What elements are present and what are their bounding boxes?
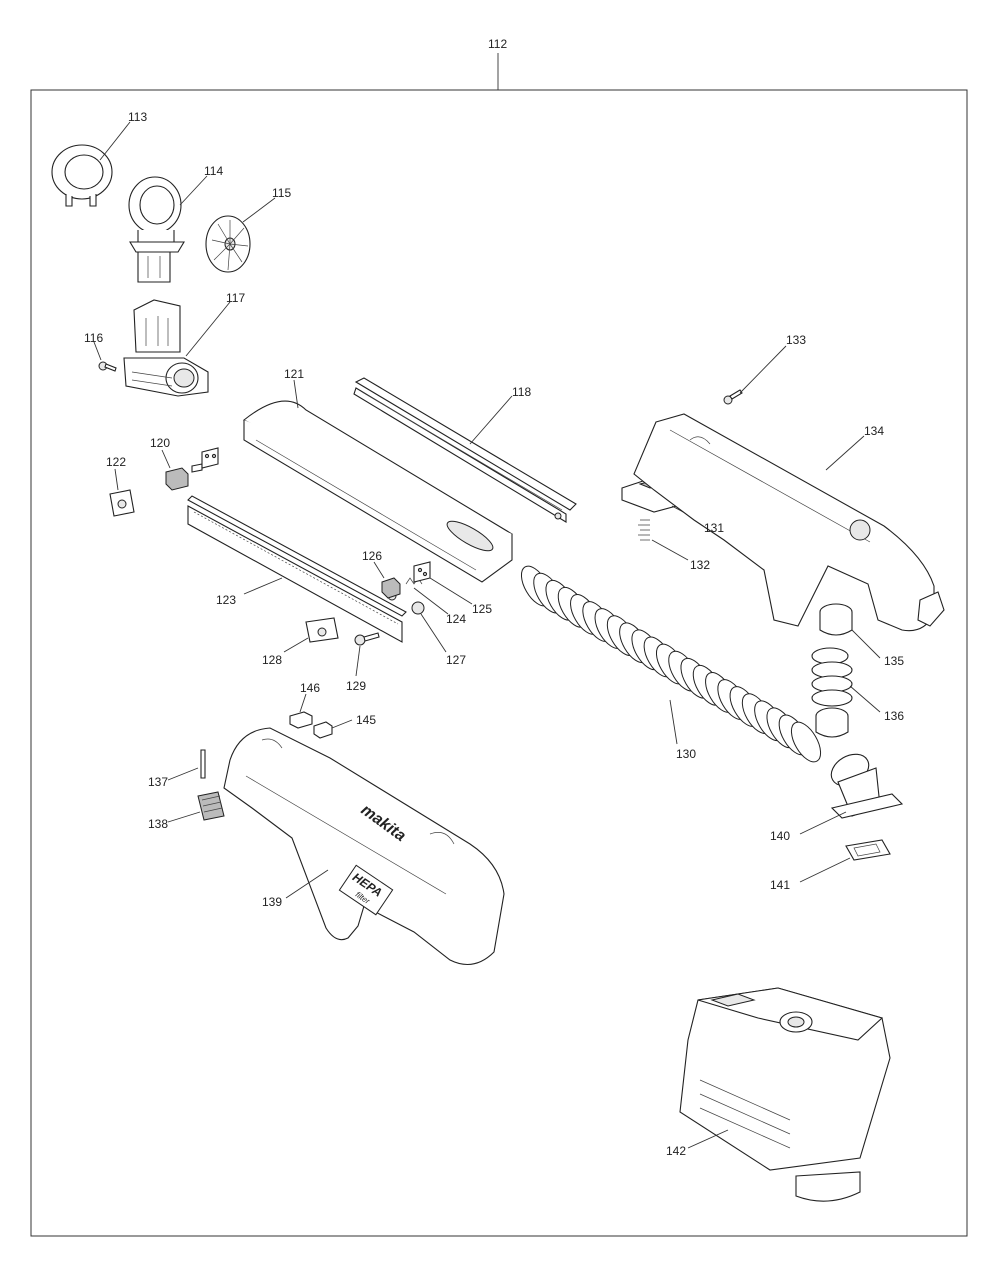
part-117-adapter	[123, 299, 231, 397]
part-128-bracket	[283, 617, 339, 653]
label-125: 125	[472, 602, 492, 616]
part-141-gasket	[799, 839, 891, 883]
label-117: 117	[226, 291, 245, 305]
part-114-nozzle	[128, 175, 208, 283]
part-130-hose	[520, 565, 822, 763]
label-121: 121	[284, 367, 304, 381]
part-142-dust-box	[679, 987, 891, 1202]
part-137-pin	[167, 749, 206, 781]
label-128: 128	[262, 653, 282, 667]
label-141: 141	[770, 878, 790, 892]
label-139: 139	[262, 895, 282, 909]
part-140-elbow	[799, 753, 904, 835]
callout-labels: 112 113 114 115 116 117 118 120 121 122 …	[84, 37, 904, 1158]
hose-ring	[790, 721, 822, 763]
part-121-channel	[243, 379, 513, 583]
part-129-screw	[354, 632, 380, 677]
label-146: 146	[300, 681, 320, 695]
label-138: 138	[148, 817, 168, 831]
label-137: 137	[148, 775, 168, 789]
label-115: 115	[272, 186, 291, 200]
part-127-nut	[411, 601, 447, 653]
assembly-frame	[30, 53, 968, 1237]
label-129: 129	[346, 679, 366, 693]
label-122: 122	[106, 455, 126, 469]
label-132: 132	[690, 558, 710, 572]
label-120: 120	[150, 436, 170, 450]
part-115-disc	[205, 197, 276, 273]
part-123-rail	[187, 495, 407, 643]
label-130: 130	[676, 747, 696, 761]
part-118-rail	[353, 377, 577, 523]
part-134-upper-housing	[633, 413, 945, 632]
part-125-plate	[413, 561, 473, 605]
label-126: 126	[362, 549, 382, 563]
part-126-clip	[373, 561, 401, 599]
label-135: 135	[884, 654, 904, 668]
label-134: 134	[864, 424, 884, 438]
part-122-bracket	[109, 468, 135, 517]
label-136: 136	[884, 709, 904, 723]
label-133: 133	[786, 333, 806, 347]
part-135-seal	[819, 603, 881, 659]
part-116-screw	[93, 341, 117, 372]
part-145-block	[313, 719, 353, 739]
part-146-block	[289, 693, 313, 729]
label-112: 112	[488, 37, 507, 51]
label-116: 116	[84, 331, 103, 345]
label-145: 145	[356, 713, 376, 727]
label-113: 113	[128, 110, 147, 124]
label-140: 140	[770, 829, 790, 843]
part-133-screw	[723, 345, 787, 405]
part-120-clip	[161, 447, 219, 491]
label-127: 127	[446, 653, 466, 667]
label-114: 114	[204, 164, 223, 178]
part-113-ring	[51, 121, 131, 207]
part-139-lower-housing: makita HEPA filter	[223, 727, 505, 966]
label-142: 142	[666, 1144, 686, 1158]
part-136-bellows	[811, 647, 881, 738]
label-123: 123	[216, 593, 236, 607]
label-131: 131	[704, 521, 724, 535]
label-124: 124	[446, 612, 466, 626]
label-118: 118	[512, 385, 531, 399]
part-138-filter-pad	[167, 791, 225, 823]
part-132-spring	[638, 519, 689, 561]
